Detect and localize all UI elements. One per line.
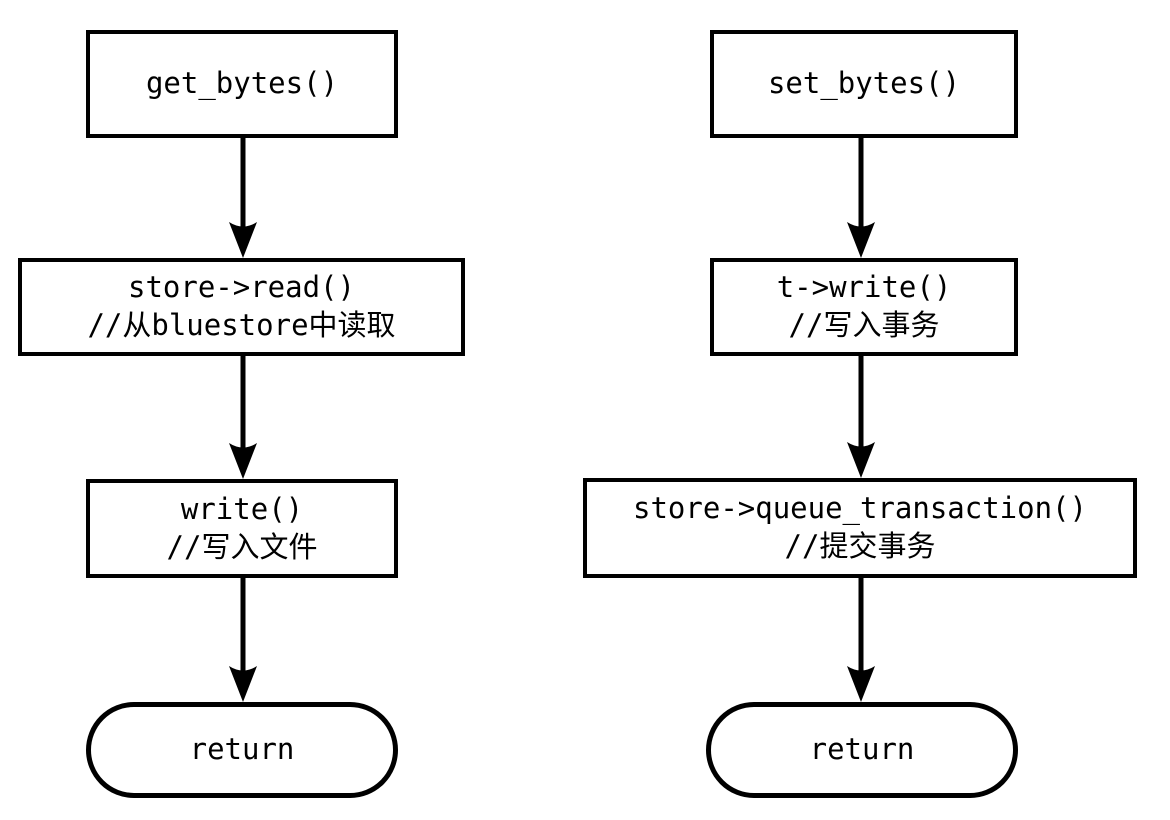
node-get-bytes-line-1: get_bytes()	[145, 66, 339, 101]
edge-t-write-to-queue-transaction	[846, 356, 876, 478]
node-t-write[interactable]: t->write() //写入事务	[710, 258, 1018, 356]
node-return-left-label: return	[189, 732, 295, 767]
node-return-left[interactable]: return	[86, 702, 398, 798]
node-return-right-label: return	[809, 732, 915, 767]
node-write[interactable]: write() //写入文件	[86, 479, 398, 578]
edge-queue-transaction-to-return	[846, 578, 876, 702]
node-queue-transaction[interactable]: store->queue_transaction() //提交事务	[583, 478, 1137, 578]
node-store-read[interactable]: store->read() //从bluestore中读取	[18, 258, 465, 356]
node-write-line-2: //写入文件	[166, 529, 318, 564]
node-get-bytes[interactable]: get_bytes()	[86, 30, 398, 138]
node-queue-transaction-line-1: store->queue_transaction()	[633, 491, 1087, 526]
edge-get-bytes-to-store-read	[228, 138, 258, 258]
edge-set-bytes-to-t-write	[846, 138, 876, 258]
node-store-read-line-2: //从bluestore中读取	[87, 308, 396, 342]
node-queue-transaction-line-2: //提交事务	[784, 529, 936, 563]
node-t-write-line-2: //写入事务	[788, 308, 940, 342]
node-set-bytes[interactable]: set_bytes()	[710, 30, 1018, 138]
node-store-read-line-1: store->read()	[128, 270, 355, 305]
node-write-line-1: write()	[180, 491, 304, 526]
edge-store-read-to-write	[228, 356, 258, 479]
node-set-bytes-line-1: set_bytes()	[767, 66, 961, 101]
node-t-write-line-1: t->write()	[776, 270, 952, 305]
edge-write-to-return	[228, 578, 258, 702]
node-return-right[interactable]: return	[706, 702, 1018, 798]
